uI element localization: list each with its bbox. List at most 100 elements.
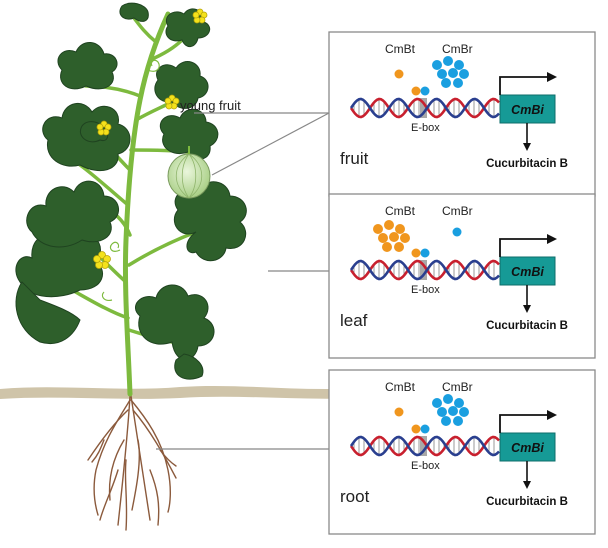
ebox-label: E-box: [411, 122, 440, 134]
gene-label: CmBi: [511, 103, 544, 117]
product-arrow: [523, 123, 531, 151]
ebox-label: E-box: [411, 460, 440, 472]
melon-fruit: [167, 146, 211, 199]
dna-helix: [349, 97, 500, 119]
leaf-right-top: [154, 61, 209, 109]
gene-box: [499, 432, 556, 462]
ebox-motif: [420, 98, 427, 118]
cmbr-label: CmBr: [442, 380, 473, 394]
cmbt-free-proteins: [394, 69, 404, 79]
organ-label: root: [340, 487, 370, 506]
cmbt-protein: [400, 233, 410, 243]
flowers: [93, 8, 208, 269]
flower-young-fruit: [164, 94, 180, 110]
cmbt-protein: [394, 69, 404, 79]
cmbr-protein: [432, 60, 442, 70]
cmbt-protein: [395, 224, 405, 234]
cmbt-bound: [411, 248, 421, 258]
cmbr-free-proteins: [452, 227, 462, 237]
leaf-middle-left: [26, 180, 119, 248]
product-arrow: [523, 285, 531, 313]
flower-low: [93, 251, 111, 269]
dna-strand-blue: [349, 259, 500, 281]
organ-label: fruit: [340, 149, 369, 168]
cmbr-protein: [443, 56, 453, 66]
cmbr-bound: [420, 86, 430, 96]
dna-helix: [349, 435, 500, 457]
ebox-motif: [420, 260, 427, 280]
gene-label: CmBi: [511, 441, 544, 455]
cmbt-protein: [382, 242, 392, 252]
cmbr-label: CmBr: [442, 42, 473, 56]
gene-label: CmBi: [511, 265, 544, 279]
cmbr-protein: [441, 78, 451, 88]
young-fruit-label: young fruit: [180, 98, 241, 113]
cmbr-protein: [453, 78, 463, 88]
leaf-bottom-right: [134, 284, 215, 361]
cmbt-protein: [384, 220, 394, 230]
cmbt-label: CmBt: [385, 42, 416, 56]
cmbr-protein: [443, 394, 453, 404]
cmbr-protein: [459, 407, 469, 417]
cmbr-bound: [420, 424, 430, 434]
flower-mid: [96, 120, 112, 136]
callout-fruit: [211, 112, 330, 176]
cmbr-bound: [420, 248, 430, 258]
cmbt-protein: [389, 232, 399, 242]
flower-top: [192, 8, 208, 24]
cmbr-protein: [454, 60, 464, 70]
cmbr-protein: [432, 398, 442, 408]
tendrils: [101, 59, 160, 301]
cmbt-bound: [411, 86, 421, 96]
product-label: Cucurbitacin B: [486, 496, 568, 508]
root-system: [87, 395, 177, 531]
transcription-arrow: [499, 234, 557, 257]
cmbt-protein: [373, 224, 383, 234]
product-label: Cucurbitacin B: [486, 320, 568, 332]
cmbt-free-proteins: [373, 220, 410, 252]
soil-line: [0, 385, 360, 399]
ebox-motif: [420, 436, 427, 456]
cmbr-protein: [437, 69, 447, 79]
dna-strand-blue: [349, 435, 500, 457]
main-stem: [122, 11, 171, 397]
cmbt-bound: [411, 424, 421, 434]
cmbr-free-proteins: [432, 394, 469, 426]
cmbt-protein: [394, 407, 404, 417]
dna-strand-red: [349, 435, 500, 457]
cmbt-free-proteins: [394, 407, 404, 417]
cmbr-label: CmBr: [442, 204, 473, 218]
cmbr-protein: [448, 406, 458, 416]
product-arrow: [523, 461, 531, 489]
product-label: Cucurbitacin B: [486, 158, 568, 170]
gene-box: [499, 94, 556, 124]
bound-dimer: [411, 248, 430, 258]
plant-illustration: young fruit: [0, 2, 360, 531]
cmbr-protein: [437, 407, 447, 417]
cmbt-label: CmBt: [385, 204, 416, 218]
cmbr-protein: [448, 68, 458, 78]
leaf-upper-right: [159, 108, 219, 160]
cmbt-protein: [378, 233, 388, 243]
cmbt-label: CmBt: [385, 380, 416, 394]
cmbr-protein: [459, 69, 469, 79]
cmbt-protein: [394, 242, 404, 252]
leaves: [15, 2, 247, 380]
cmbr-protein: [441, 416, 451, 426]
dna-strand-red: [349, 259, 500, 281]
leaf-top-left: [57, 42, 118, 90]
gene-box: [499, 256, 556, 286]
transcription-arrow: [499, 410, 557, 433]
bound-dimer: [411, 424, 430, 434]
ebox-label: E-box: [411, 284, 440, 296]
leaf-middle-right: [173, 181, 247, 262]
transcription-arrow: [499, 72, 557, 95]
callout-lines: [156, 112, 330, 450]
cmbr-protein: [453, 416, 463, 426]
dna-strand-blue: [349, 97, 500, 119]
